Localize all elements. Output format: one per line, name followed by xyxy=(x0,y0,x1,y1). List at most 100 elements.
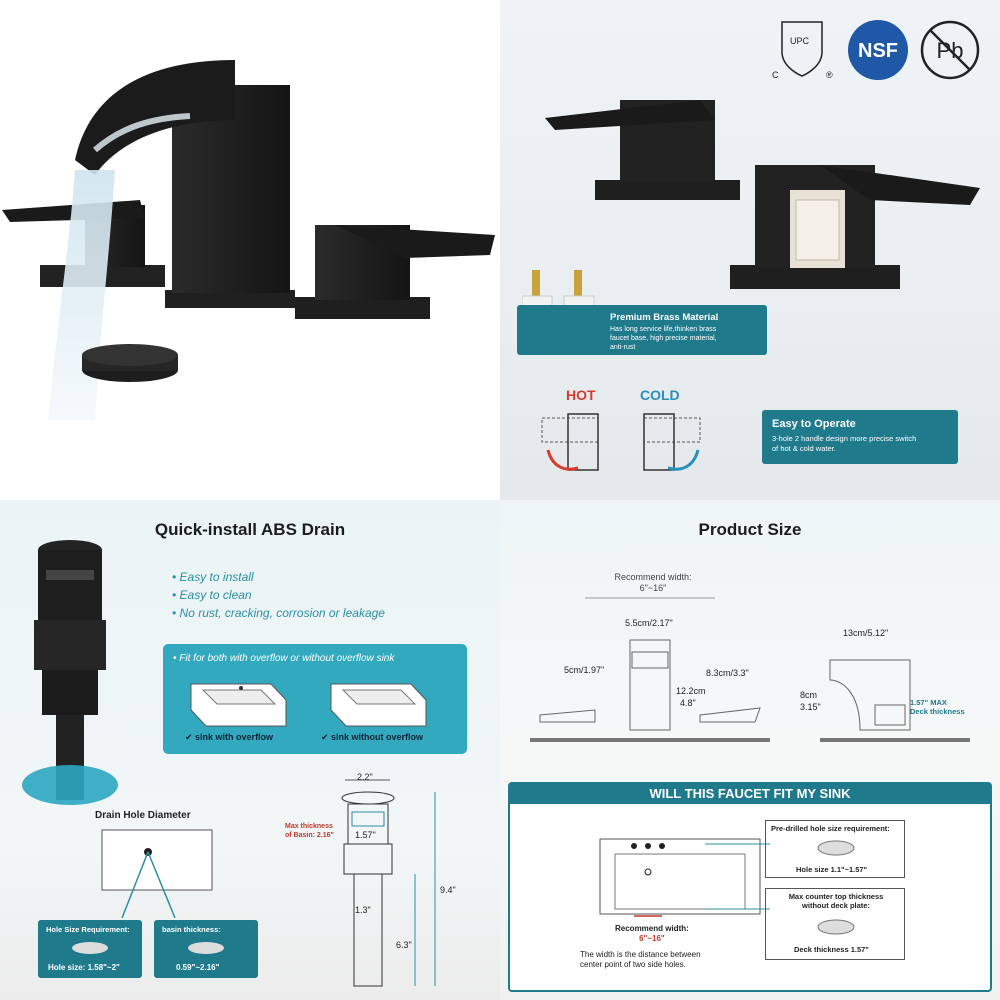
product-size-panel: Product Size Recommend width: 6"~16" 5.5… xyxy=(500,500,1000,1000)
brass-title: Premium Brass Material xyxy=(610,312,719,323)
drain-assembly-illustration xyxy=(22,540,118,805)
dim-mid: 1.57" xyxy=(355,830,376,840)
brass-desc-line: faucet base, high precise material, xyxy=(610,335,717,342)
with-overflow-text: sink with overflow xyxy=(195,732,274,742)
predrilled-card: Pre-drilled hole size requirement: Hole … xyxy=(765,820,905,878)
with-overflow-label: ✔ sink with overflow xyxy=(185,732,274,742)
max-thickness-line: of Basin: 2.16" xyxy=(285,832,334,839)
recommend-width-label: Recommend width: 6"~16" xyxy=(612,572,694,594)
handle-width: 8.3cm/3.3" xyxy=(706,668,749,678)
fit-note-line: center point of two side holes. xyxy=(580,960,686,969)
upc-shield-icon: UPC C ® xyxy=(772,21,833,80)
hot-label: HOT xyxy=(566,387,596,403)
hole-req-title: Hole Size Requirement: xyxy=(46,925,130,934)
fit-text-label: Fit for both with overflow or without ov… xyxy=(179,653,395,664)
upc-c-mark: C xyxy=(772,70,779,80)
height-cm: 12.2cm xyxy=(676,686,706,696)
max-counter-line: Max counter top thickness xyxy=(788,892,884,901)
fit-box: WILL THIS FAUCET FIT MY SINK Recommend w… xyxy=(508,782,992,992)
brass-desc-line: anti-rust xyxy=(610,344,636,351)
fit-text: • Fit for both with overflow or without … xyxy=(173,653,395,664)
fit-recommend: Recommend width: 6"~16" xyxy=(615,924,689,944)
hot-cold-diagram xyxy=(541,413,701,471)
fit-recommend-line: 6"~16" xyxy=(639,934,665,943)
dim-lower: 6.3" xyxy=(396,940,412,950)
pb-label: Pb xyxy=(937,38,964,63)
drain-bullets: Easy to install Easy to clean No rust, c… xyxy=(172,568,385,622)
faucet-hero-panel xyxy=(0,0,500,500)
lead-free-icon: Pb xyxy=(920,20,980,80)
fit-banner: WILL THIS FAUCET FIT MY SINK xyxy=(510,784,990,804)
recommend-line: Recommend width: xyxy=(614,572,692,582)
max-counter-title: Max counter top thickness without deck p… xyxy=(771,892,901,910)
without-overflow-label: ✔ sink without overflow xyxy=(321,732,424,742)
reach: 13cm/5.12" xyxy=(843,628,889,638)
sink-top-diagram xyxy=(599,838,761,917)
max-counter-card: Max counter top thickness without deck p… xyxy=(765,888,905,960)
spout-base xyxy=(165,290,295,308)
drain-title: Quick-install ABS Drain xyxy=(154,520,346,539)
deck-thickness: Deck thickness 1.57" xyxy=(794,945,869,954)
operate-description: 3-hole 2 handle design more precise swit… xyxy=(772,434,916,454)
drain-hole-diagram xyxy=(101,829,213,919)
spout-height-cm: 8cm xyxy=(800,690,818,700)
dim-top: 2.2" xyxy=(357,772,373,782)
size-title: Product Size xyxy=(698,520,802,539)
hole-icon xyxy=(817,840,855,856)
handle-height: 5cm/1.97" xyxy=(564,665,605,675)
upc-letters: UPC xyxy=(790,36,810,46)
basin-thickness-card: basin thickness: 0.59"~2.16" xyxy=(154,920,258,978)
predrilled-title: Pre-drilled hole size requirement: xyxy=(771,824,890,833)
drain-bullet: No rust, cracking, corrosion or leakage xyxy=(172,604,385,622)
dim-pipe: 1.3" xyxy=(355,905,371,915)
drain-bullet: Easy to install xyxy=(172,568,385,586)
operate-title: Easy to Operate xyxy=(772,418,856,430)
handles-illustration xyxy=(545,100,980,289)
max-thickness-line: Max thickness xyxy=(285,823,333,830)
hole-size-icon xyxy=(72,942,108,954)
hole-req-value: Hole size: 1.58"~2" xyxy=(48,963,120,972)
certification-badges: UPC C ® NSF Pb xyxy=(772,20,980,80)
spout-height-in: 3.15" xyxy=(800,702,821,712)
deck-line: 1.57" MAX xyxy=(910,698,947,707)
basin-value: 0.59"~2.16" xyxy=(176,963,220,972)
max-counter-line: without deck plate: xyxy=(802,901,870,910)
right-handle-lever xyxy=(335,225,495,258)
height-in: 4.8" xyxy=(680,698,696,708)
fit-note-line: The width is the distance between xyxy=(580,950,701,959)
brass-material-card: Premium Brass Material Has long service … xyxy=(517,305,767,355)
faucet-hero-illustration xyxy=(2,60,495,420)
drain-dimension-drawing xyxy=(341,779,436,987)
drain-panel: Quick-install ABS Drain Easy to install … xyxy=(0,500,500,1000)
spout-width: 5.5cm/2.17" xyxy=(625,618,673,628)
deck-line: Deck thickness xyxy=(910,707,965,716)
max-thickness-label: Max thickness of Basin: 2.16" xyxy=(285,822,334,840)
features-panel: UPC C ® NSF Pb xyxy=(500,0,1000,500)
hole-requirement-card: Hole Size Requirement: Hole size: 1.58"~… xyxy=(38,920,142,978)
drain-bullet: Easy to clean xyxy=(172,586,385,604)
basin-title: basin thickness: xyxy=(162,925,221,934)
easy-operate-card: Easy to Operate 3-hole 2 handle design m… xyxy=(762,410,958,464)
fit-note: The width is the distance between center… xyxy=(580,950,701,970)
size-diagram xyxy=(530,597,970,742)
brass-desc-line: Has long service life,thinken brass xyxy=(610,326,717,333)
nsf-badge-icon: NSF xyxy=(848,20,908,80)
operate-desc-line: 3-hole 2 handle design more precise swit… xyxy=(772,434,917,443)
basin-thickness-icon xyxy=(188,942,224,954)
nsf-label: NSF xyxy=(858,40,898,62)
recommend-line: 6"~16" xyxy=(639,583,667,593)
deck-icon xyxy=(817,919,855,935)
hole-diameter-title: Drain Hole Diameter xyxy=(95,810,191,821)
sink-types-illustration xyxy=(190,683,427,727)
predrilled-hole-size: Hole size 1.1"~1.57" xyxy=(796,865,868,874)
cold-arrow-icon xyxy=(667,449,700,471)
brass-description: Has long service life,thinken brass fauc… xyxy=(610,325,717,352)
overflow-compat-card: • Fit for both with overflow or without … xyxy=(163,644,467,754)
dim-total: 9.4" xyxy=(440,885,456,895)
without-overflow-text: sink without overflow xyxy=(331,732,424,742)
cold-label: COLD xyxy=(640,387,680,403)
deck-thickness-note: 1.57" MAX Deck thickness xyxy=(910,698,965,716)
fit-connector-lines xyxy=(705,843,770,910)
right-handle-base xyxy=(295,297,430,319)
